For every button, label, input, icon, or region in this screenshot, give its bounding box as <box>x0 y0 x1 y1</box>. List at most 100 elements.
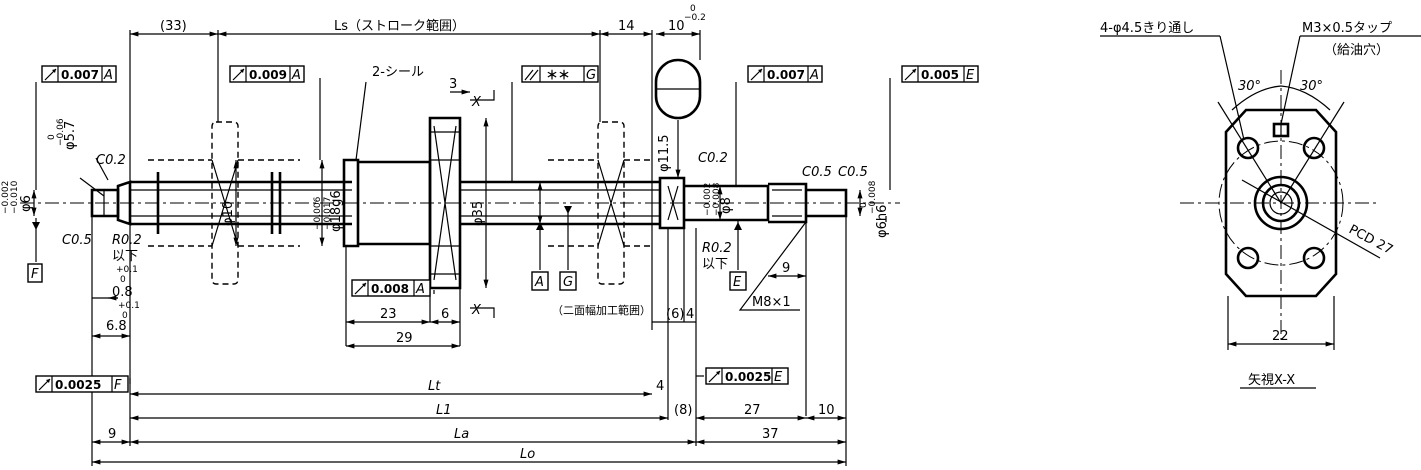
label-ika-right: 以下 <box>702 257 728 272</box>
frame-4-datum: G <box>586 68 596 83</box>
dim-8-paren: (8) <box>674 403 692 418</box>
dim-6-8: 6.8 <box>106 319 127 334</box>
frame-2: 0.009 A <box>229 65 305 83</box>
side-tap-label: M3×0.5タップ <box>1302 21 1392 36</box>
dim-d8-tol-lo: −0.008 <box>712 182 722 216</box>
hole-tl <box>1236 136 1260 160</box>
frame-3-value: 0.008 <box>371 282 409 296</box>
dim-33: (33) <box>160 19 187 34</box>
dim-6-8-tol-up: +0.1 <box>118 301 140 311</box>
dim-10-tol-up: 0 <box>690 4 696 14</box>
dim-la: La <box>454 427 469 442</box>
frame-3-datum: A <box>415 282 425 297</box>
dim-9-m8: 9 <box>782 261 790 276</box>
bore-inner <box>1261 183 1301 223</box>
label-c02-left: C0.2 <box>96 153 126 168</box>
frame-2-value: 0.009 <box>249 68 287 82</box>
dim-37: 37 <box>762 427 779 442</box>
dim-lt: Lt <box>428 379 441 394</box>
dim-d6h6-tol-up: 0 <box>859 202 869 208</box>
flange-outline <box>1224 108 1338 298</box>
leader-lines <box>35 78 891 384</box>
frame-7-datum: F <box>114 378 122 393</box>
datum-f: F <box>31 267 39 282</box>
frame-6-datum: E <box>966 68 975 83</box>
dim-d8-tol-up: −0.002 <box>703 183 713 216</box>
pcd-circle <box>1218 140 1344 266</box>
dim-d10: φ10 <box>221 201 236 226</box>
dim-d5-7-tol-lo: −0.06 <box>56 118 66 146</box>
dim-d35: φ35 <box>471 201 486 226</box>
dim-d18g6: φ18g6 <box>329 190 344 232</box>
hole-tr <box>1302 136 1326 160</box>
dim-d6h6: φ6h6 <box>875 205 890 238</box>
dim-10-bottom: 10 <box>818 403 835 418</box>
dim-d6-left: φ6 <box>19 195 34 212</box>
frame-8-datum: E <box>774 370 783 385</box>
frame-7-value: 0.0025 <box>55 378 101 392</box>
dim-10-top: 10 <box>668 19 685 34</box>
datum-triangles <box>32 206 742 230</box>
label-x-top: X <box>471 95 482 110</box>
dim-0-8: 0.8 <box>112 285 133 300</box>
datum-g: G <box>563 275 573 290</box>
dim-l1: L1 <box>436 403 452 418</box>
dimension-texts: (33) Ls（ストローク範囲） 14 10 0 −0.2 3 φ11.5 φ3… <box>1 4 890 462</box>
front-view: 0.007 A 0.009 A 0.008 A ＊＊ G <box>1 4 979 466</box>
dim-d18-tol-lo: −0.017 <box>323 197 333 230</box>
dim-d6-tol-lo: −0.010 <box>10 180 20 214</box>
frame-2-datum: A <box>291 68 301 83</box>
dim-3: 3 <box>449 77 457 92</box>
frame-5: 0.007 A <box>747 65 823 83</box>
side-tap-note: （給油穴） <box>1324 43 1389 58</box>
section-x-markers <box>470 90 495 318</box>
left-journal <box>79 177 132 226</box>
label-x-bottom: X <box>471 303 482 318</box>
frame-8: 0.0025 E <box>705 367 789 385</box>
label-c05-left: C0.5 <box>62 233 92 248</box>
extension-lines <box>91 30 847 466</box>
frame-5-value: 0.007 <box>767 68 805 82</box>
datum-boxes: F A G E <box>27 263 747 291</box>
dim-6: 6 <box>441 307 449 322</box>
dim-9-bottom: 9 <box>108 427 116 442</box>
right-end <box>658 176 848 230</box>
dim-nimen: （二面幅加工範囲） <box>552 303 651 317</box>
frame-7: 0.0025 F <box>35 375 129 393</box>
frame-6-value: 0.005 <box>921 68 959 82</box>
dim-4-a: 4 <box>686 307 694 322</box>
dim-ls: Ls（ストローク範囲） <box>334 19 465 34</box>
label-seal: 2-シール <box>372 65 424 80</box>
frame-8-value: 0.0025 <box>725 370 771 384</box>
dim-d11-5: φ11.5 <box>657 134 672 172</box>
side-title: 矢視X-X <box>1248 373 1295 388</box>
label-c05-r2: C0.5 <box>838 165 868 180</box>
dim-6-paren: (6) <box>666 307 684 322</box>
label-c02-right: C0.2 <box>698 151 728 166</box>
side-view: 4-φ4.5きり通し M3×0.5タップ （給油穴） 30° 30° PCD 2… <box>1100 21 1421 389</box>
label-c05-r1: C0.5 <box>802 165 832 180</box>
frame-4: ＊＊ G <box>521 65 599 83</box>
label-m8: M8×1 <box>752 295 791 310</box>
datum-e: E <box>733 275 742 290</box>
dim-27: 27 <box>744 403 761 418</box>
frame-1-datum: A <box>103 68 113 83</box>
dim-29: 29 <box>396 331 413 346</box>
dim-4-b: 4 <box>656 379 664 394</box>
dim-6-8-tol-lo: 0 <box>122 311 128 321</box>
dim-d5-7: φ5.7 <box>63 121 78 150</box>
dim-0-8-tol-up: +0.1 <box>116 265 138 275</box>
label-r02-left: R0.2 <box>112 233 142 248</box>
screw-shaft-left <box>130 172 352 234</box>
frame-5-datum: A <box>809 68 819 83</box>
datum-a: A <box>534 275 544 290</box>
frame-1: 0.007 A <box>41 65 117 83</box>
frame-3: 0.008 A <box>351 279 431 297</box>
dim-d8: φ8 <box>719 197 734 214</box>
dim-lo: Lo <box>520 447 535 462</box>
side-holes-label: 4-φ4.5きり通し <box>1100 21 1194 36</box>
flat-view <box>654 58 702 120</box>
frame-4-value: ＊＊ <box>546 68 570 82</box>
dim-d18-tol-up: −0.006 <box>313 196 323 230</box>
